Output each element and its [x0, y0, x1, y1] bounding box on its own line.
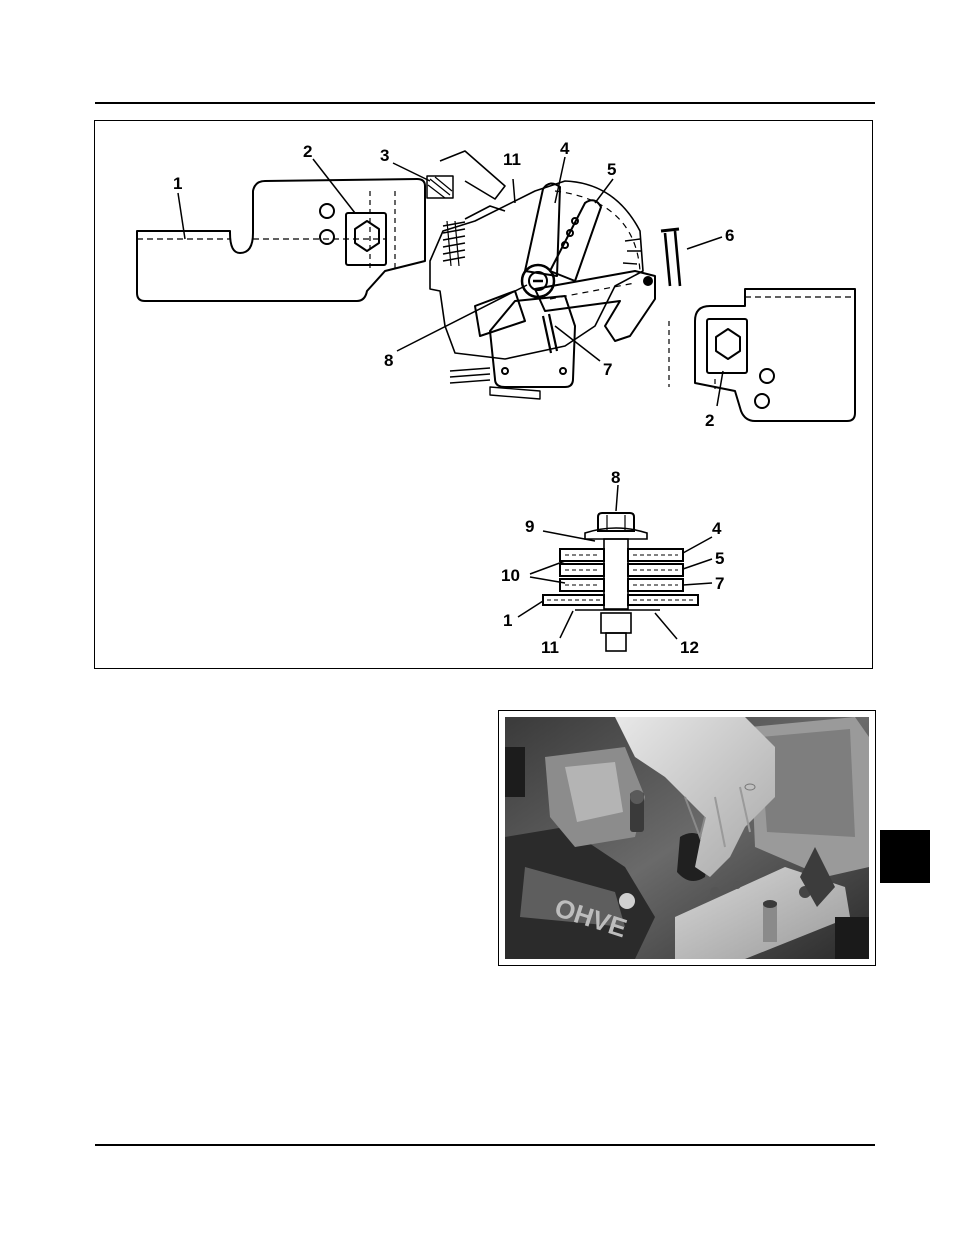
plate-1-left — [543, 595, 604, 605]
callout-2: 2 — [303, 142, 312, 161]
stack-callout-10: 10 — [501, 566, 520, 585]
stack-callout-9: 9 — [525, 517, 534, 536]
right-bracket — [695, 289, 855, 421]
header-rule — [95, 102, 875, 104]
nut — [601, 613, 631, 633]
engine-photo: OHVE — [505, 717, 869, 959]
stack-callout-4: 4 — [712, 519, 722, 538]
callout-11: 11 — [503, 150, 521, 169]
left-bracket — [137, 179, 425, 301]
cross-section-stack — [543, 513, 698, 651]
callout-8: 8 — [384, 351, 393, 370]
section-tab-marker — [880, 830, 930, 883]
right-hex-bolt — [716, 329, 740, 359]
cover-bolt — [619, 893, 635, 909]
return-spring — [543, 314, 557, 353]
governor-plate — [430, 181, 643, 359]
bolt-shank — [604, 539, 628, 609]
left-hex-bolt — [355, 221, 379, 251]
callout-1: 1 — [173, 174, 182, 193]
stack-callout-11: 11 — [541, 638, 559, 657]
stack-callout-7: 7 — [715, 574, 724, 593]
governor-linkage-figure: 1 2 3 11 4 5 6 8 7 2 8 9 4 10 5 7 1 11 1… — [94, 120, 873, 669]
stack-callout-8: 8 — [611, 468, 620, 487]
stack-callout-1: 1 — [503, 611, 512, 630]
callout-3: 3 — [380, 146, 389, 165]
washer — [585, 528, 647, 539]
callout-5: 5 — [607, 160, 616, 179]
carburetor-adjustment-photo: OHVE — [498, 710, 876, 966]
governor-linkage-drawing: 1 2 3 11 4 5 6 8 7 2 8 9 4 10 5 7 1 11 1… — [95, 121, 874, 670]
footer-rule — [95, 1144, 875, 1146]
stack-callout-12: 12 — [680, 638, 699, 657]
callout-4: 4 — [560, 139, 570, 158]
callout-2-lower: 2 — [705, 411, 714, 430]
stack-callout-5: 5 — [715, 549, 724, 568]
callout-6: 6 — [725, 226, 734, 245]
callout-7: 7 — [603, 360, 612, 379]
linkage-rod — [665, 231, 680, 286]
